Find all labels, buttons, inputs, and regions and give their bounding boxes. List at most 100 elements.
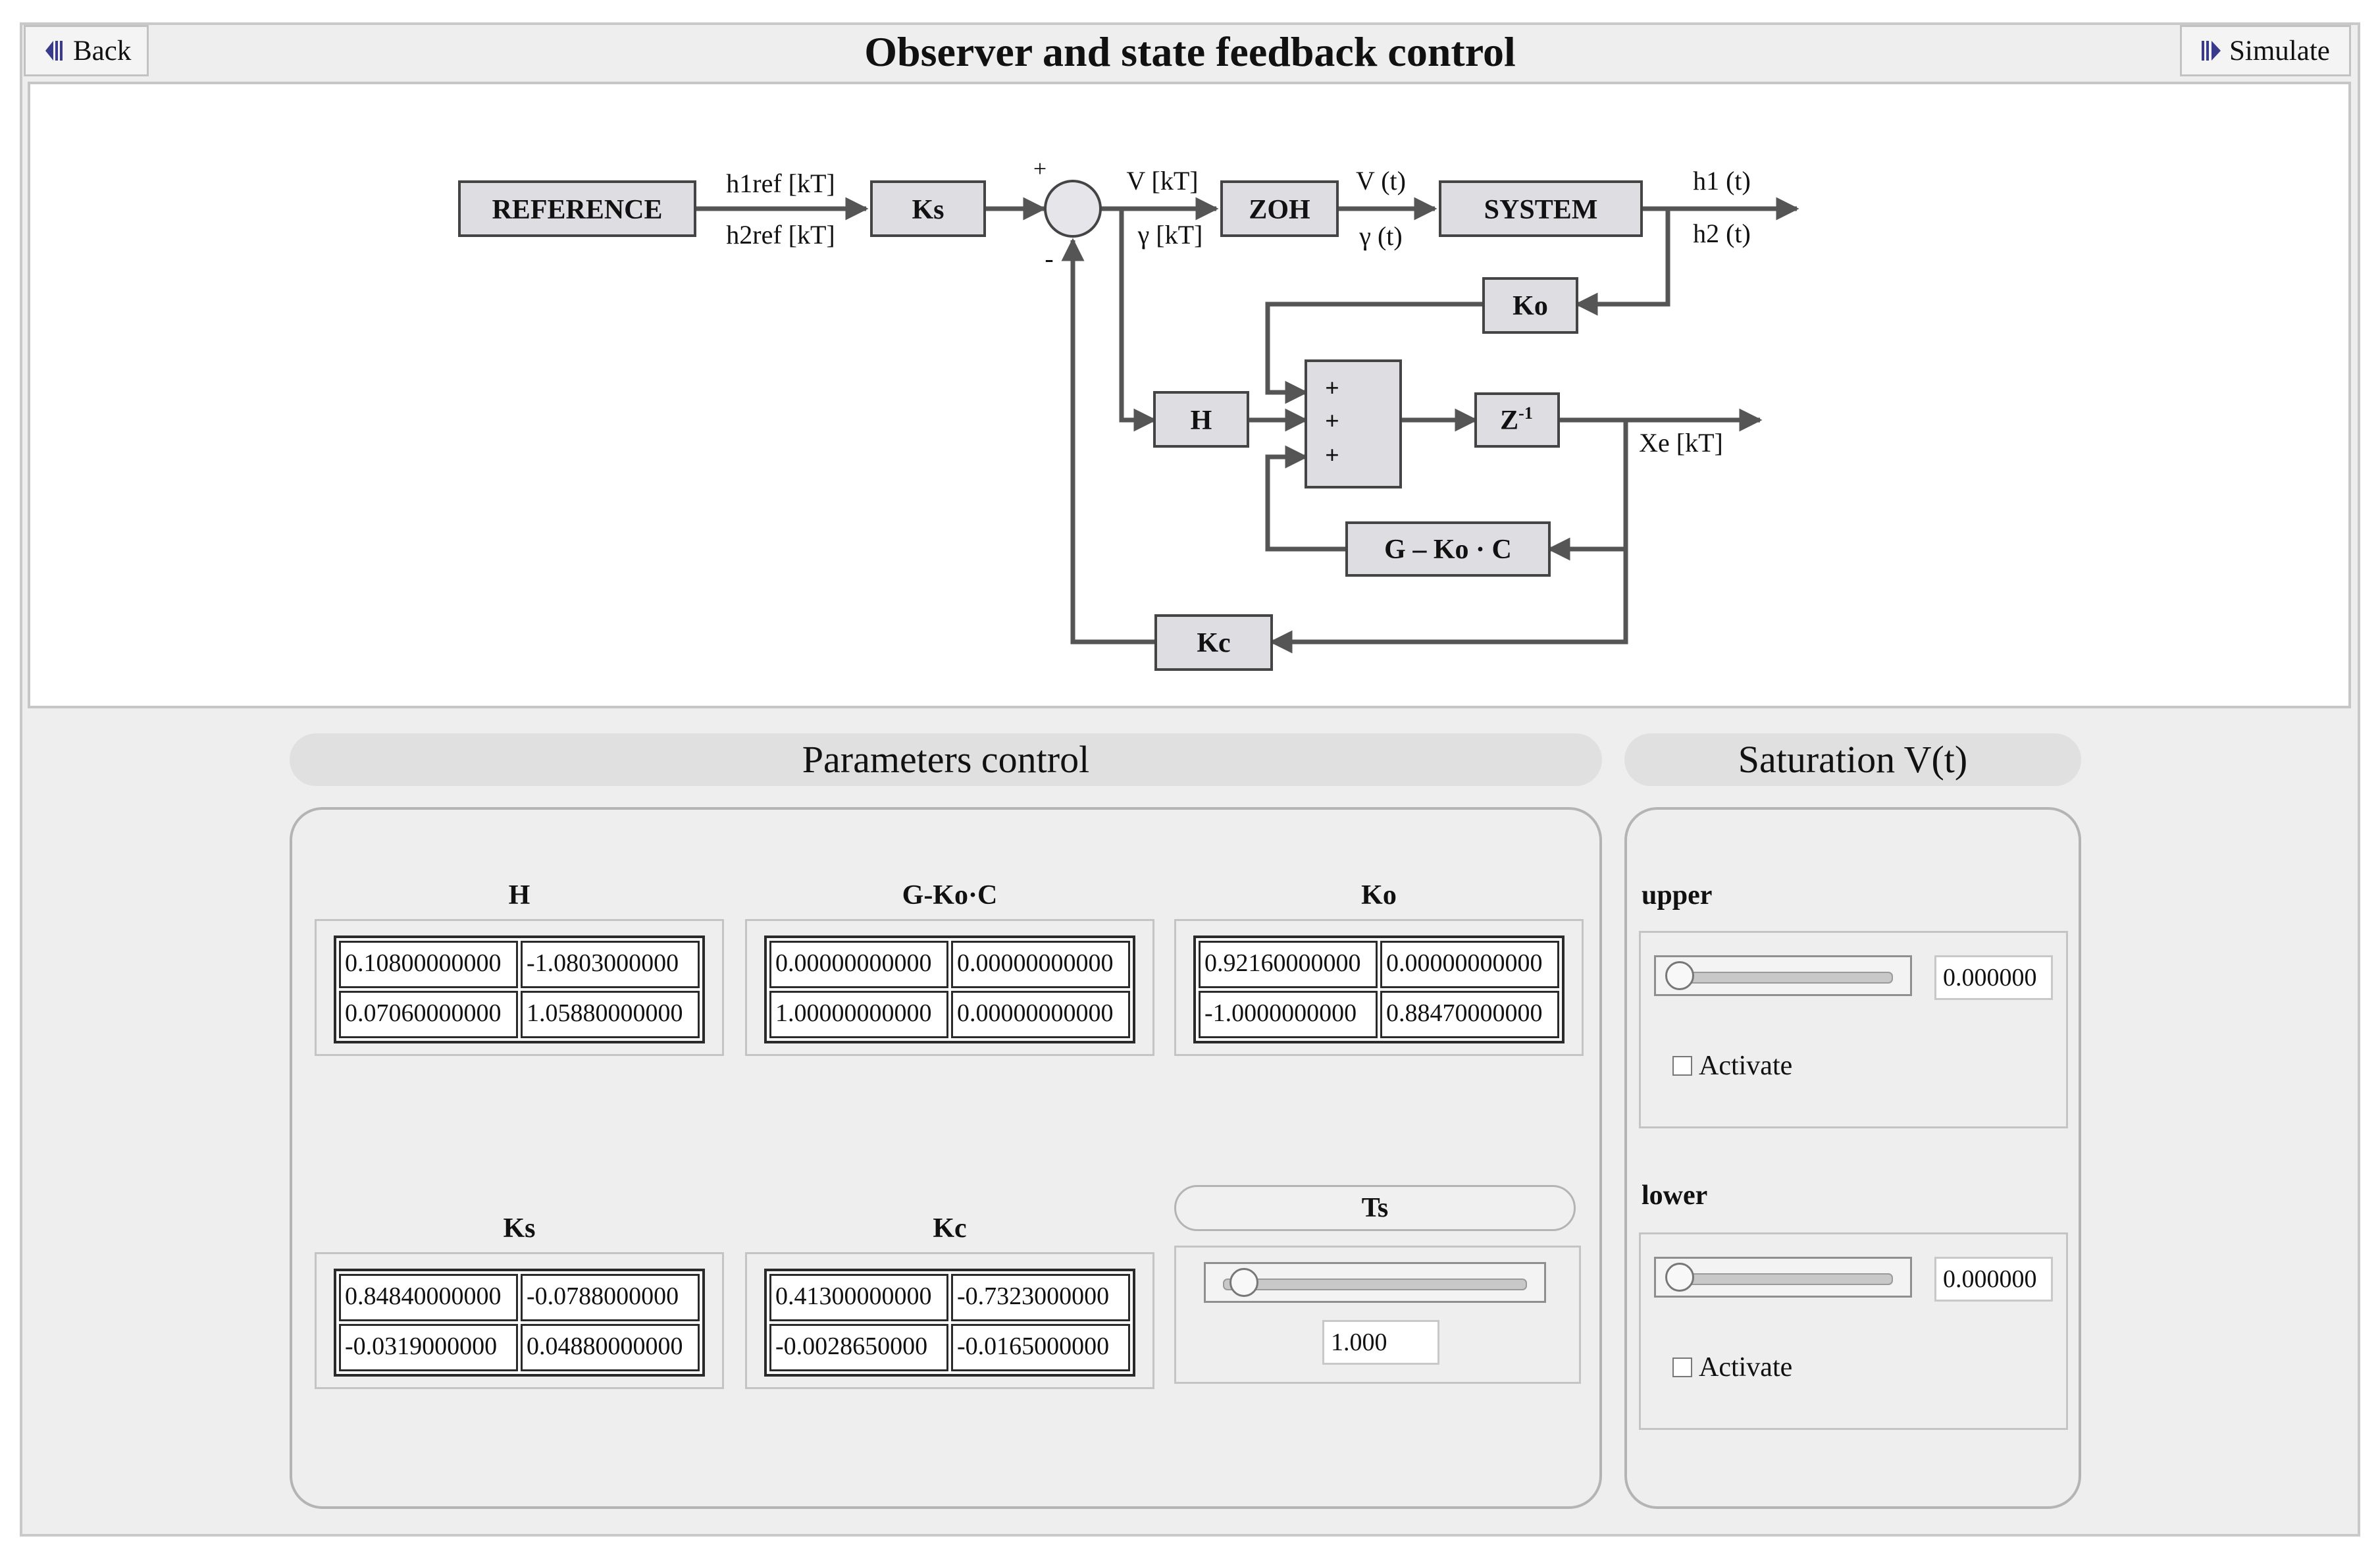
- lower-label: lower: [1642, 1180, 1708, 1211]
- matrix-h-label: H: [508, 880, 530, 910]
- ks-block: [870, 180, 986, 237]
- signal-gt: γ (t): [1358, 221, 1402, 251]
- zinv-label: Z-1: [1500, 404, 1533, 436]
- ts-label: Ts: [1361, 1193, 1389, 1223]
- wire-xe-kc: [1269, 549, 1628, 654]
- matrix-ks-grid: 0.84840000000 -0.0788000000 -0.031900000…: [334, 1269, 705, 1377]
- lower-slider-thumb[interactable]: [1665, 1263, 1694, 1292]
- matrix-kc-cell[interactable]: -0.0165000000: [951, 1324, 1130, 1371]
- signal-h1t: h1 (t): [1693, 166, 1751, 196]
- signal-vk: V [kT]: [1126, 166, 1198, 196]
- matrix-kc-box: 0.41300000000 -0.7323000000 -0.002865000…: [745, 1252, 1154, 1389]
- upper-value-input[interactable]: 0.000000: [1934, 955, 2053, 1000]
- signal-minus: -: [1045, 244, 1053, 273]
- matrix-h-cell[interactable]: 1.05880000000: [521, 991, 700, 1038]
- matrix-gkoc-cell[interactable]: 0.00000000000: [951, 941, 1130, 988]
- ko-label: Ko: [1513, 291, 1548, 321]
- matrix-ks-label: Ks: [503, 1213, 536, 1244]
- signal-h2t: h2 (t): [1693, 219, 1751, 248]
- matrix-ko-cell[interactable]: 0.00000000000: [1380, 941, 1559, 988]
- reference-label: REFERENCE: [492, 195, 662, 225]
- ts-box: 1.000: [1174, 1246, 1581, 1384]
- block-diagram: REFERENCE Ks ZOH SYSTEM Ko H + + + Z-1 G…: [458, 155, 1799, 671]
- lower-value-input[interactable]: 0.000000: [1934, 1257, 2053, 1302]
- ko-block: [1482, 277, 1578, 334]
- adder-block: [1305, 359, 1402, 488]
- lower-activate-checkbox[interactable]: Activate: [1672, 1352, 1792, 1383]
- upper-activate-box[interactable]: [1672, 1056, 1692, 1076]
- matrix-gkoc-cell[interactable]: 0.00000000000: [951, 991, 1130, 1038]
- reference-block: [458, 180, 696, 237]
- matrix-h-cell[interactable]: 0.07060000000: [339, 991, 518, 1038]
- wire-gkoc-adder: [1265, 445, 1347, 552]
- signal-xe: Xe [kT]: [1639, 428, 1723, 458]
- parameters-control-title: Parameters control: [290, 733, 1602, 786]
- matrix-h-cell[interactable]: 0.10800000000: [339, 941, 518, 988]
- ts-header: Ts: [1174, 1185, 1576, 1231]
- adder-sign-2: +: [1325, 408, 1339, 435]
- matrix-h-grid: 0.10800000000 -1.0803000000 0.0706000000…: [334, 936, 705, 1043]
- wire-system-ko: [1574, 209, 1670, 316]
- matrix-ko-cell[interactable]: 0.88470000000: [1380, 991, 1559, 1038]
- simulate-label: Simulate: [2229, 35, 2330, 66]
- matrix-kc-grid: 0.41300000000 -0.7323000000 -0.002865000…: [764, 1269, 1135, 1377]
- h-block: [1153, 391, 1249, 448]
- matrix-gkoc-grid: 0.00000000000 0.00000000000 1.0000000000…: [764, 936, 1135, 1043]
- lower-slider[interactable]: [1654, 1257, 1912, 1298]
- ts-slider[interactable]: [1204, 1262, 1546, 1303]
- step-play-icon: [2202, 41, 2221, 61]
- gkoc-label: G – Ko · C: [1384, 535, 1512, 565]
- system-block: [1439, 180, 1643, 237]
- simulate-button[interactable]: Simulate: [2180, 25, 2351, 76]
- signal-h1ref: h1ref [kT]: [726, 169, 835, 198]
- matrix-ko-label: Ko: [1361, 880, 1397, 910]
- back-button[interactable]: Back: [24, 25, 149, 76]
- gkoc-block: [1345, 521, 1551, 577]
- matrix-gkoc-cell[interactable]: 0.00000000000: [769, 941, 948, 988]
- lower-activate-box[interactable]: [1672, 1357, 1692, 1377]
- matrix-ko-grid: 0.92160000000 0.00000000000 -1.000000000…: [1193, 936, 1565, 1043]
- wire-v-h: [1119, 209, 1157, 432]
- matrix-ks-cell[interactable]: 0.04880000000: [521, 1324, 700, 1371]
- matrix-kc-cell[interactable]: -0.0028650000: [769, 1324, 948, 1371]
- matrix-kc-cell[interactable]: 0.41300000000: [769, 1274, 948, 1321]
- ts-value-input[interactable]: 1.000: [1322, 1320, 1439, 1365]
- matrix-kc-cell[interactable]: -0.7323000000: [951, 1274, 1130, 1321]
- matrix-kc-label: Kc: [933, 1213, 967, 1244]
- matrix-gkoc-box: 0.00000000000 0.00000000000 1.0000000000…: [745, 919, 1154, 1056]
- lower-box: 0.000000 Activate: [1639, 1232, 2068, 1430]
- matrix-ko-cell[interactable]: 0.92160000000: [1199, 941, 1378, 988]
- adder-sign-1: +: [1325, 375, 1339, 402]
- ks-label: Ks: [912, 195, 944, 225]
- wire-ko-adder: [1265, 302, 1484, 404]
- zinv-block: [1474, 392, 1560, 448]
- lower-activate-label: Activate: [1699, 1352, 1793, 1383]
- ts-slider-thumb[interactable]: [1229, 1268, 1259, 1297]
- matrix-gkoc-cell[interactable]: 1.00000000000: [769, 991, 948, 1038]
- wire-kc-sum: [1061, 238, 1156, 645]
- matrix-ks-cell[interactable]: -0.0319000000: [339, 1324, 518, 1371]
- matrix-ks-box: 0.84840000000 -0.0788000000 -0.031900000…: [315, 1252, 724, 1389]
- parameters-control-panel: [290, 807, 1602, 1509]
- rewind-icon: [45, 41, 63, 61]
- upper-activate-checkbox[interactable]: Activate: [1672, 1050, 1792, 1082]
- kc-label: Kc: [1197, 628, 1230, 658]
- signal-plus: +: [1033, 155, 1047, 182]
- zoh-label: ZOH: [1249, 195, 1310, 225]
- matrix-gkoc-label: G-Ko·C: [902, 880, 998, 910]
- summing-junction: [1044, 180, 1102, 238]
- matrix-ko-box: 0.92160000000 0.00000000000 -1.000000000…: [1174, 919, 1584, 1056]
- wire-xe-gkoc: [1547, 420, 1628, 561]
- matrix-h-cell[interactable]: -1.0803000000: [521, 941, 700, 988]
- matrix-ks-cell[interactable]: -0.0788000000: [521, 1274, 700, 1321]
- upper-slider[interactable]: [1654, 955, 1912, 996]
- upper-activate-label: Activate: [1699, 1051, 1793, 1081]
- system-label: SYSTEM: [1484, 195, 1598, 225]
- upper-slider-thumb[interactable]: [1665, 961, 1694, 990]
- upper-label: upper: [1642, 880, 1713, 910]
- page-title: Observer and state feedback control: [864, 28, 1516, 75]
- signal-vt: V (t): [1356, 166, 1406, 196]
- matrix-ko-cell[interactable]: -1.0000000000: [1199, 991, 1378, 1038]
- back-label: Back: [73, 35, 132, 66]
- matrix-ks-cell[interactable]: 0.84840000000: [339, 1274, 518, 1321]
